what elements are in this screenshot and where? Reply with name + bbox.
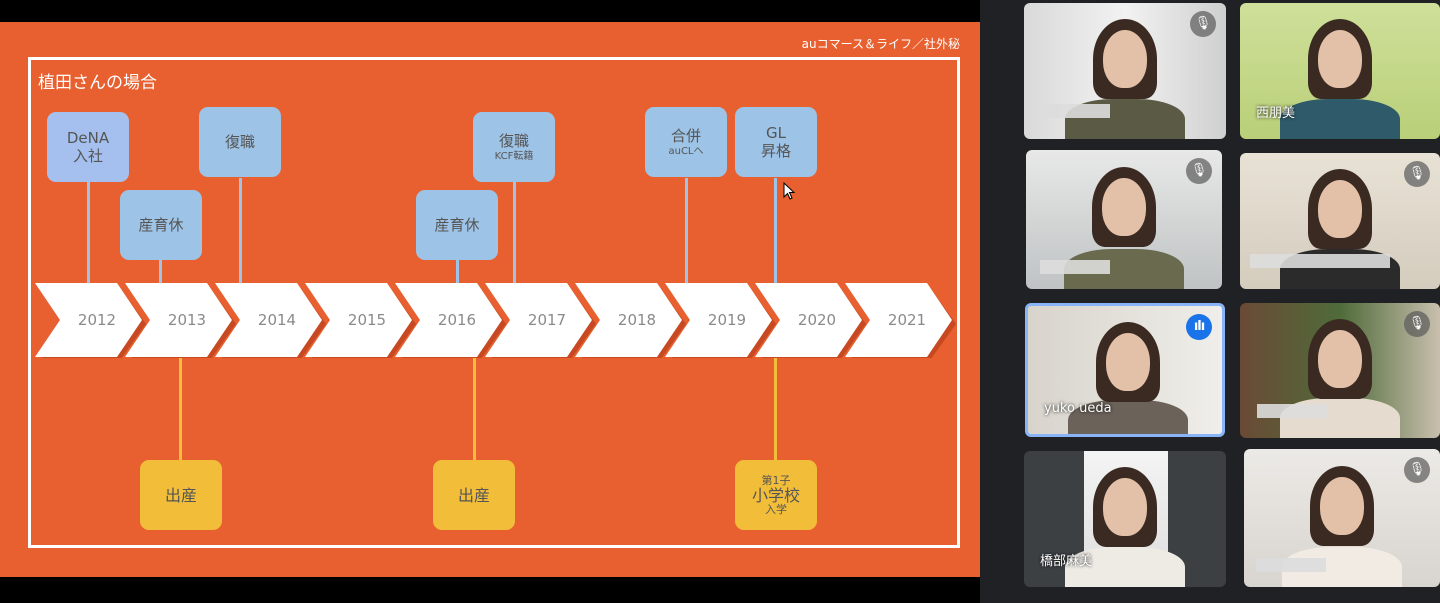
timeline-arrow bbox=[305, 283, 416, 358]
slide-title: 植田さんの場合 bbox=[38, 73, 157, 93]
timeline-arrow bbox=[845, 283, 956, 358]
connector-line bbox=[456, 260, 459, 283]
bottom-bar bbox=[0, 577, 980, 603]
participant-tile[interactable]: 🎙︎ bbox=[1244, 449, 1440, 587]
connector-line bbox=[774, 178, 777, 283]
event-subtext: 入学 bbox=[765, 502, 787, 516]
timeline-arrow bbox=[755, 283, 866, 358]
event-text: 入社 bbox=[72, 147, 103, 165]
confidential-label: auコマース＆ライフ／社外秘 bbox=[801, 37, 960, 51]
event-text: 出産 bbox=[457, 485, 490, 505]
year-label: 2013 bbox=[167, 311, 207, 329]
event-text: 昇格 bbox=[760, 142, 791, 160]
connector-line bbox=[513, 182, 516, 283]
year-label: 2018 bbox=[617, 311, 657, 329]
year-label: 2020 bbox=[797, 311, 837, 329]
mic-muted-icon: 🎙︎ bbox=[1404, 311, 1430, 337]
event-text: 小学校 bbox=[751, 485, 800, 505]
event-text: GL bbox=[766, 124, 786, 142]
participant-face bbox=[1320, 476, 1364, 535]
mic-muted-icon: 🎙︎ bbox=[1404, 457, 1430, 483]
participant-tile[interactable]: 🎙︎ bbox=[1024, 3, 1226, 139]
slide-frame bbox=[28, 57, 960, 548]
career-event-leave: 産育休 bbox=[120, 190, 202, 260]
top-bar bbox=[0, 0, 980, 22]
name-redaction bbox=[1256, 558, 1326, 572]
year-label: 2021 bbox=[887, 311, 927, 329]
year-label: 2016 bbox=[437, 311, 477, 329]
timeline-arrow bbox=[35, 283, 146, 358]
timeline-arrow bbox=[215, 283, 326, 358]
career-event-return: 復職 bbox=[199, 107, 281, 177]
event-text: 出産 bbox=[164, 485, 197, 505]
event-text: 産育休 bbox=[138, 216, 184, 234]
participant-tile[interactable]: 🎙︎ bbox=[1240, 303, 1440, 438]
life-event-school: 第1子小学校入学 bbox=[735, 460, 817, 530]
life-event-birth: 出産 bbox=[140, 460, 222, 530]
shared-slide: auコマース＆ライフ／社外秘 植田さんの場合 2012 2013 2014 2015 2… bbox=[0, 22, 980, 577]
participant-name: yuko ueda bbox=[1044, 401, 1112, 416]
participant-face bbox=[1318, 180, 1362, 239]
name-redaction bbox=[1042, 104, 1110, 118]
year-label: 2012 bbox=[77, 311, 117, 329]
connector-line bbox=[473, 358, 476, 460]
year-label: 2014 bbox=[257, 311, 297, 329]
name-redaction bbox=[1250, 254, 1390, 268]
participant-name: 西朋美 bbox=[1256, 106, 1296, 121]
participant-face bbox=[1103, 30, 1147, 89]
participant-face bbox=[1318, 30, 1362, 89]
participant-tile[interactable]: 🎙︎ bbox=[1026, 150, 1222, 289]
timeline-arrow bbox=[125, 283, 236, 358]
participant-body bbox=[1280, 99, 1400, 139]
year-label: 2017 bbox=[527, 311, 567, 329]
connector-line bbox=[159, 260, 162, 283]
participant-face bbox=[1103, 478, 1147, 537]
participant-name: 橋部麻美 bbox=[1040, 554, 1093, 569]
participant-body bbox=[1065, 547, 1185, 587]
event-text: 産育休 bbox=[434, 216, 480, 234]
participant-tile[interactable]: yuko ueda ılı bbox=[1025, 303, 1225, 437]
name-redaction bbox=[1257, 404, 1327, 418]
event-text: 復職 bbox=[498, 131, 529, 150]
event-subtext: auCLへ bbox=[668, 145, 704, 157]
event-text: DeNA bbox=[66, 129, 110, 147]
timeline-arrow bbox=[575, 283, 686, 358]
participant-body bbox=[1068, 400, 1188, 434]
event-subtext: KCF転籍 bbox=[494, 150, 534, 162]
mic-muted-icon: 🎙︎ bbox=[1186, 158, 1212, 184]
speaking-indicator-icon: ılı bbox=[1186, 314, 1212, 340]
mic-muted-icon: 🎙︎ bbox=[1404, 161, 1430, 187]
participant-face bbox=[1318, 330, 1362, 388]
timeline-arrow bbox=[485, 283, 596, 358]
name-redaction bbox=[1040, 260, 1110, 274]
mic-muted-icon: 🎙︎ bbox=[1190, 11, 1216, 37]
timeline-arrow bbox=[665, 283, 776, 358]
participant-tile[interactable]: 🎙︎ bbox=[1240, 153, 1440, 289]
participant-tile[interactable]: 橋部麻美 bbox=[1024, 451, 1226, 587]
connector-line bbox=[774, 358, 777, 460]
timeline-arrow bbox=[395, 283, 506, 358]
participant-face bbox=[1102, 177, 1146, 236]
connector-line bbox=[87, 182, 90, 283]
participant-face bbox=[1106, 332, 1150, 391]
event-subtext: 第1子 bbox=[761, 473, 791, 487]
event-text: 復職 bbox=[224, 133, 255, 151]
year-label: 2019 bbox=[707, 311, 747, 329]
connector-line bbox=[685, 178, 688, 283]
participant-tile[interactable]: 西朋美 bbox=[1240, 3, 1440, 139]
life-event-birth: 出産 bbox=[433, 460, 515, 530]
mouse-cursor-icon bbox=[783, 182, 796, 200]
event-text: 合併 bbox=[670, 126, 701, 145]
year-label: 2015 bbox=[347, 311, 387, 329]
career-event-leave: 産育休 bbox=[416, 190, 498, 260]
connector-line bbox=[179, 358, 182, 460]
connector-line bbox=[239, 178, 242, 283]
